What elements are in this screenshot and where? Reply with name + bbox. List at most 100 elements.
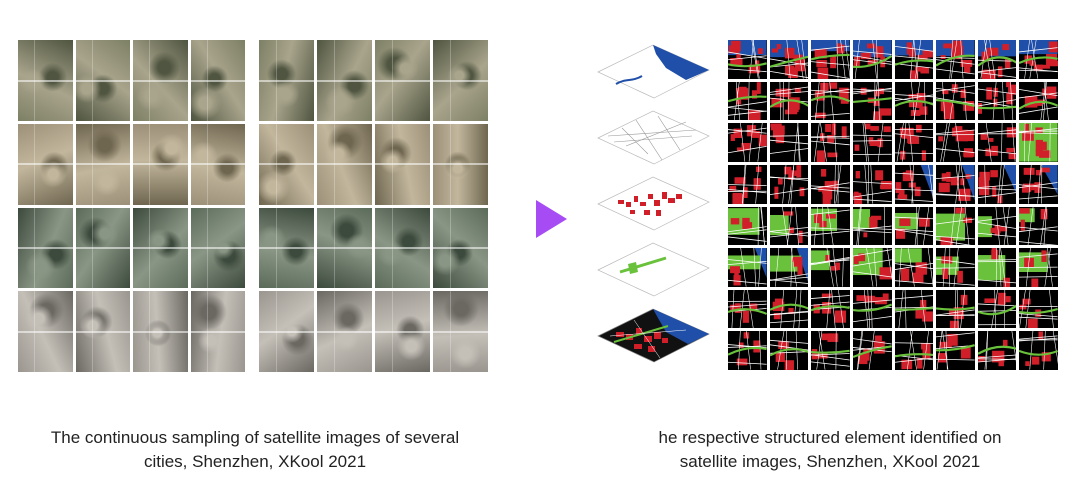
left-caption-line2: cities, Shenzhen, XKool 2021 xyxy=(143,452,367,471)
satellite-tile xyxy=(375,123,430,205)
segmentation-tile xyxy=(1019,164,1058,204)
segmentation-tile xyxy=(977,248,1017,287)
segmentation-tile xyxy=(769,40,809,79)
satellite-tile xyxy=(317,207,372,289)
segmentation-tile xyxy=(936,248,975,287)
satellite-tile xyxy=(259,40,314,121)
satellite-tile xyxy=(433,207,488,289)
satellite-tile xyxy=(375,40,430,121)
satellite-tile xyxy=(190,123,245,205)
satellite-tile xyxy=(190,291,245,372)
segmentation-tile xyxy=(936,206,975,246)
segmentation-tile xyxy=(977,40,1017,79)
satellite-tile xyxy=(133,207,188,289)
segmentation-tile xyxy=(811,206,850,246)
segmentation-tile xyxy=(811,81,850,121)
segmentation-tile xyxy=(769,248,809,287)
satellite-tile xyxy=(433,40,488,121)
segmentation-tile xyxy=(894,248,934,287)
green-layer xyxy=(597,242,710,297)
segmentation-tile xyxy=(769,289,809,329)
satellite-tile xyxy=(259,291,314,372)
satellite-tile xyxy=(75,291,130,372)
segmentation-tile xyxy=(852,123,892,162)
satellite-tile xyxy=(190,40,245,121)
play-arrow-icon xyxy=(536,200,567,238)
segmentation-tile xyxy=(769,206,809,246)
segmentation-tile xyxy=(1019,248,1058,287)
segmentation-tile xyxy=(977,123,1017,162)
segmentation-tile xyxy=(977,164,1017,204)
segmentation-tile xyxy=(728,331,767,370)
satellite-tile xyxy=(375,207,430,289)
segmentation-tile xyxy=(728,164,767,204)
segmentation-tile xyxy=(936,40,975,79)
satellite-tile xyxy=(375,291,430,372)
satellite-tile xyxy=(75,207,130,289)
segmentation-tile xyxy=(1019,289,1058,329)
water-layer xyxy=(597,44,710,99)
segmentation-tile xyxy=(769,331,809,370)
segmentation-tile xyxy=(769,123,809,162)
segmentation-tile xyxy=(811,164,850,204)
segmentation-tile xyxy=(769,81,809,121)
satellite-tile xyxy=(18,207,73,289)
satellite-tile xyxy=(18,40,73,121)
segmentation-tile xyxy=(894,81,934,121)
road-layer xyxy=(597,110,710,165)
satellite-tile xyxy=(190,207,245,289)
segmentation-tile xyxy=(1019,81,1058,121)
segmentation-tile xyxy=(852,289,892,329)
segmentation-tile xyxy=(894,164,934,204)
segmentation-tile xyxy=(894,206,934,246)
segmentation-tile xyxy=(1019,206,1058,246)
segmentation-tile xyxy=(811,40,850,79)
satellite-tile xyxy=(18,123,73,205)
segmentation-tile xyxy=(894,123,934,162)
segmentation-tile xyxy=(728,81,767,121)
segmentation-tile xyxy=(852,40,892,79)
satellite-tile xyxy=(259,123,314,205)
segmentation-tile xyxy=(894,40,934,79)
segmentation-tile xyxy=(811,248,850,287)
segmentation-tile xyxy=(1019,40,1058,79)
segmentation-tile xyxy=(852,331,892,370)
composite-layer xyxy=(597,308,710,363)
right-caption: he respective structured element identif… xyxy=(600,426,1060,474)
segmentation-tile xyxy=(936,289,975,329)
segmentation-grid xyxy=(728,40,1058,370)
segmentation-tile xyxy=(894,331,934,370)
right-caption-line2: satellite images, Shenzhen, XKool 2021 xyxy=(679,452,981,471)
satellite-tile xyxy=(133,291,188,372)
segmentation-tile xyxy=(728,40,767,79)
segmentation-tile xyxy=(936,123,975,162)
segmentation-tile xyxy=(1019,123,1058,162)
segmentation-tile xyxy=(811,331,850,370)
segmentation-tile xyxy=(728,289,767,329)
left-caption-line1: The continuous sampling of satellite ima… xyxy=(50,428,460,447)
segmentation-tile xyxy=(728,123,767,162)
satellite-tile xyxy=(75,123,130,205)
satellite-tile xyxy=(75,40,130,121)
satellite-tile xyxy=(317,291,372,372)
segmentation-tile xyxy=(977,206,1017,246)
left-caption: The continuous sampling of satellite ima… xyxy=(20,426,490,474)
segmentation-tile xyxy=(977,81,1017,121)
segmentation-tile xyxy=(894,289,934,329)
segmentation-tile xyxy=(852,206,892,246)
satellite-tile xyxy=(317,123,372,205)
segmentation-tile xyxy=(811,289,850,329)
satellite-grid-right xyxy=(259,40,488,372)
segmentation-tile xyxy=(977,289,1017,329)
building-layer xyxy=(597,176,710,231)
satellite-tile xyxy=(133,123,188,205)
satellite-grid-left xyxy=(18,40,245,372)
right-caption-line1: he respective structured element identif… xyxy=(658,428,1002,447)
segmentation-tile xyxy=(936,81,975,121)
satellite-tile xyxy=(259,207,314,289)
segmentation-tile xyxy=(728,248,767,287)
satellite-tile xyxy=(433,291,488,372)
satellite-tile xyxy=(133,40,188,121)
segmentation-tile xyxy=(811,123,850,162)
segmentation-tile xyxy=(728,206,767,246)
